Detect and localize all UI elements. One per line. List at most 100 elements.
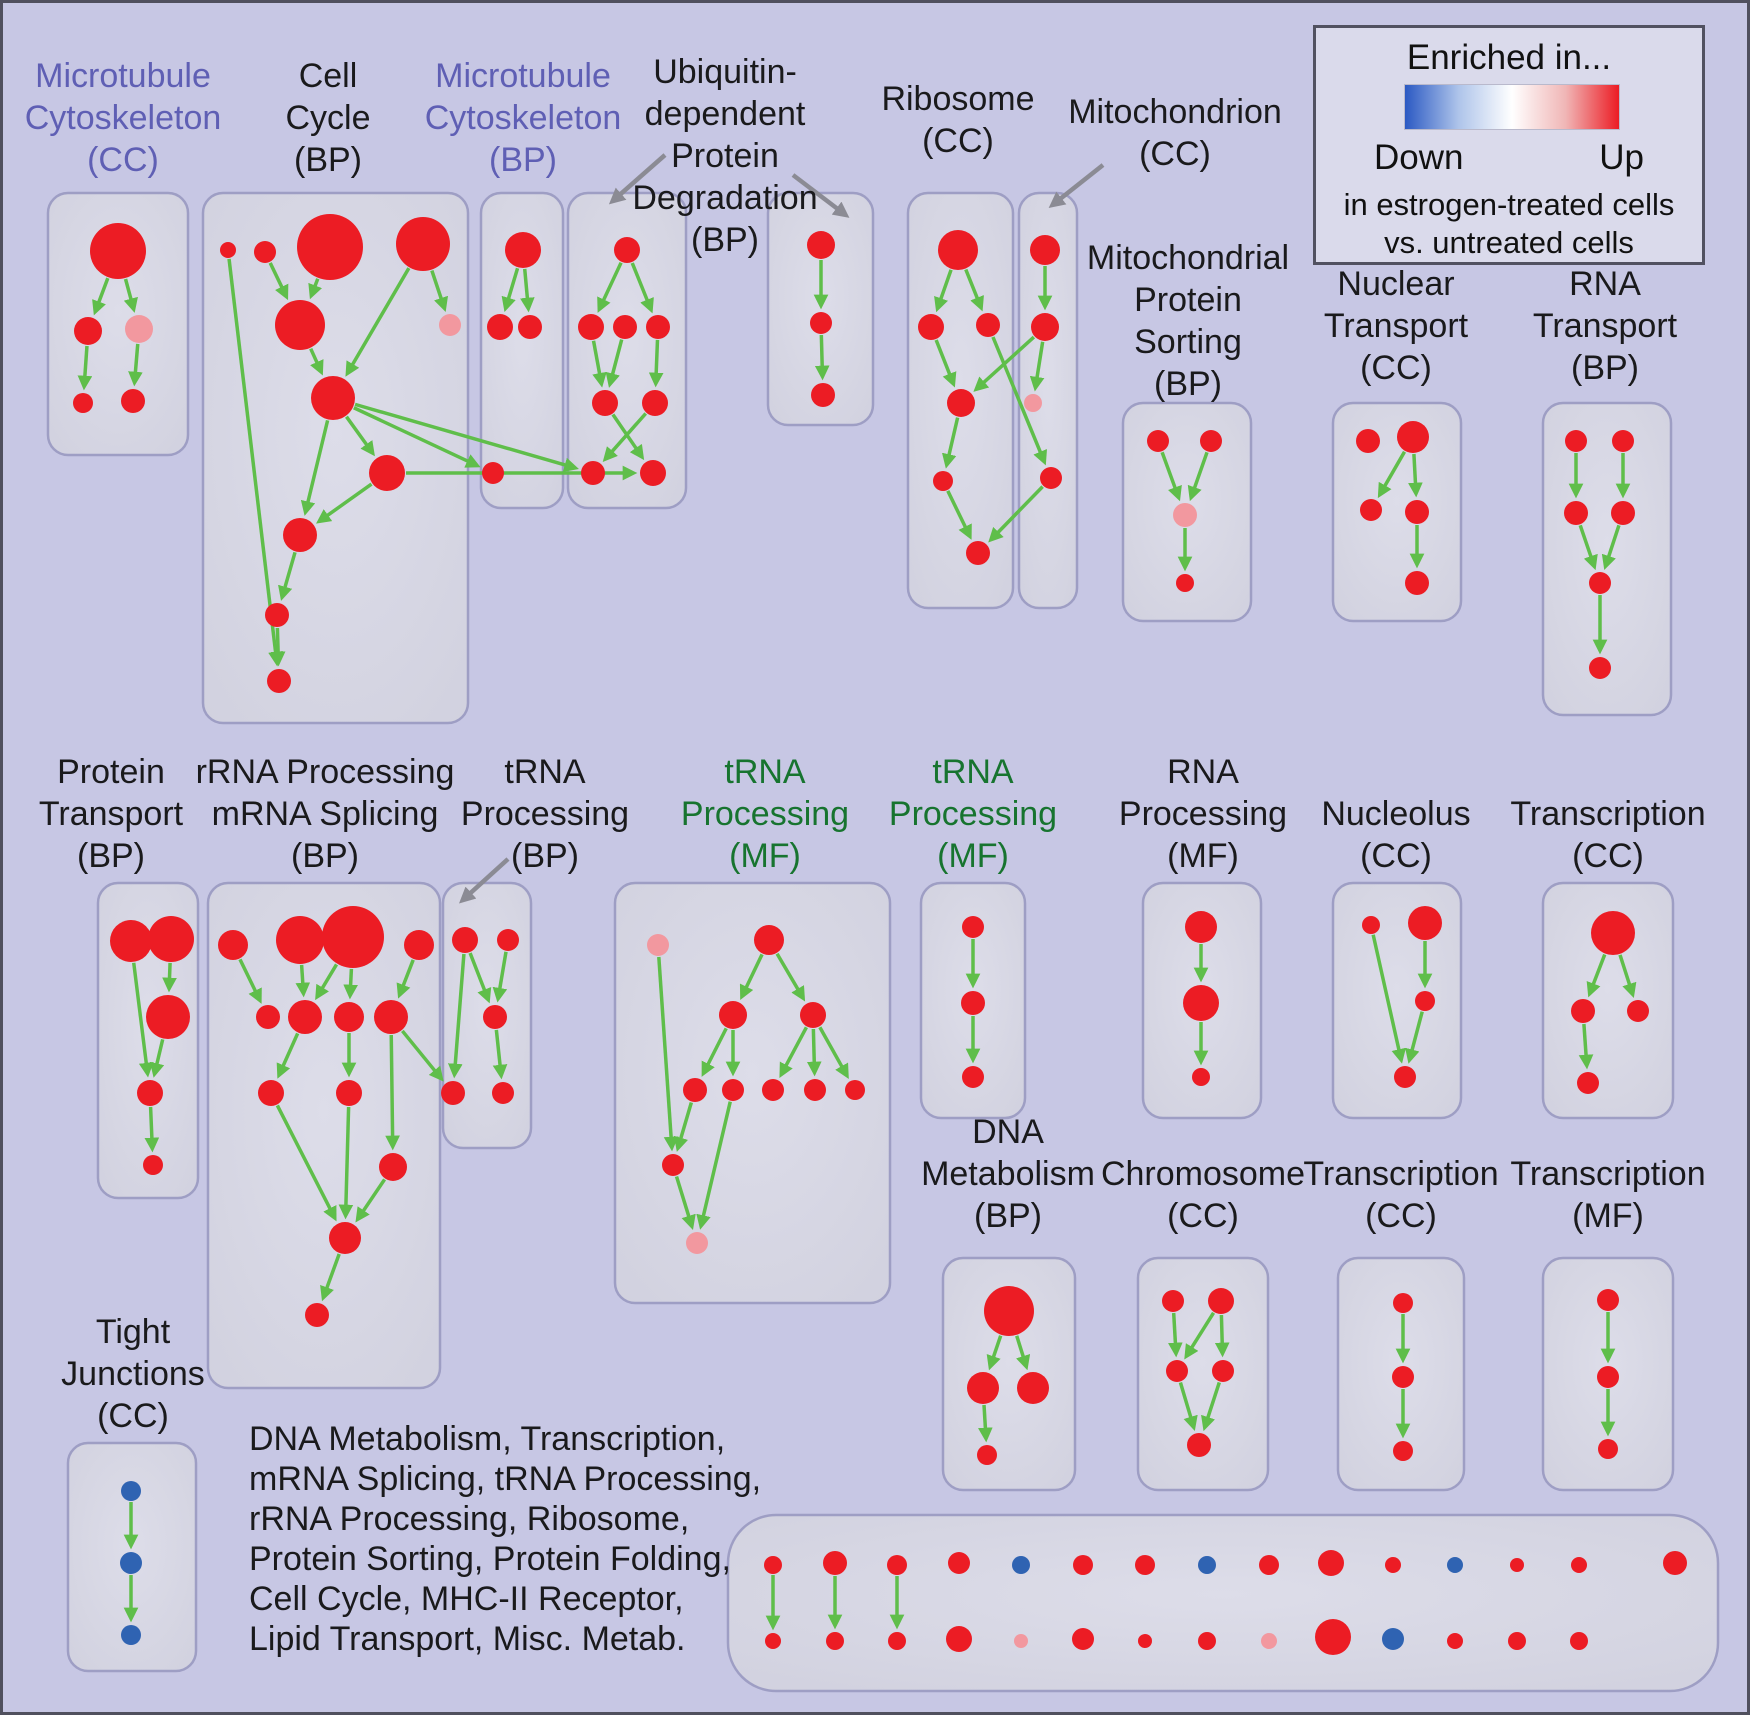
gene-node-ch1: [1162, 1290, 1184, 1312]
gene-node-tm4: [800, 1002, 826, 1028]
gene-node-tm6: [722, 1079, 744, 1101]
gene-node-mtcc4: [73, 393, 93, 413]
edge-ch4-ch5: [1201, 1381, 1221, 1432]
gene-node-tj2: [120, 1552, 142, 1574]
edge-cc4-cc11: [430, 270, 449, 313]
gene-node-mtbp1: [505, 232, 541, 268]
edge-rr9-rr12: [275, 1104, 337, 1222]
gene-node-ms13t: [1510, 1558, 1524, 1572]
gene-node-mito1: [1030, 235, 1060, 265]
edge-ub1_4-ub1_6: [648, 339, 664, 388]
group-box-ub1: [566, 191, 688, 510]
gene-node-mtcc3: [125, 315, 153, 343]
gene-node-ms10b: [1315, 1619, 1351, 1655]
gene-node-ub1_8: [640, 460, 666, 486]
gene-node-tc2: [1571, 999, 1595, 1023]
gene-node-t2_1: [1393, 1293, 1413, 1313]
edge-pt1-pt4: [131, 962, 154, 1078]
group-box-nuc: [1331, 881, 1463, 1120]
edge-dm2-dm4: [978, 1404, 993, 1443]
edge-mito2-rib4: [973, 335, 1036, 392]
edge-rib2-rib4: [934, 339, 957, 388]
group-box-chr: [1136, 1256, 1270, 1492]
gene-node-ms6b: [1072, 1628, 1094, 1650]
group-box-misc: [726, 1513, 1720, 1693]
edge-tm6-tm11: [696, 1101, 732, 1230]
gene-node-nt2: [1397, 421, 1429, 453]
gene-node-ms2t: [823, 1551, 847, 1575]
gene-node-trbp2: [497, 929, 519, 951]
gene-node-ms11t: [1385, 1557, 1401, 1573]
gene-node-rp3: [1192, 1068, 1210, 1086]
gene-node-tm5: [683, 1078, 707, 1102]
gene-node-rr6: [288, 1000, 322, 1034]
gene-node-cc6: [311, 376, 355, 420]
gene-node-tm11: [686, 1232, 708, 1254]
gene-node-rib3: [976, 313, 1000, 337]
gene-node-rr13: [305, 1303, 329, 1327]
gene-node-ms12b: [1447, 1633, 1463, 1649]
gene-node-rr4: [404, 930, 434, 960]
edge-mps1-mps3: [1160, 451, 1182, 502]
gene-node-ms4t: [948, 1552, 970, 1574]
gene-node-mps1: [1147, 430, 1169, 452]
edge-mtcc3-mtcc5: [128, 343, 143, 387]
gene-node-nt5: [1405, 571, 1429, 595]
gene-node-t2_3: [1393, 1441, 1413, 1461]
label-pointer-arrow-4: [459, 857, 510, 904]
gene-node-ub1_1: [614, 237, 640, 263]
group-box-mtbp: [479, 191, 565, 510]
gene-node-ms8b: [1198, 1632, 1216, 1650]
gene-node-ub2_2: [810, 312, 832, 334]
edge-tm1-tm10: [657, 956, 679, 1152]
gene-node-mtbp2: [487, 314, 513, 340]
gene-node-ch2: [1208, 1288, 1234, 1314]
gene-node-nu4: [1394, 1066, 1416, 1088]
edge-ub1_1-ub1_4: [630, 262, 654, 314]
gene-node-rr10: [336, 1080, 362, 1106]
legend-box: Enriched in... Down Up in estrogen-treat…: [1313, 25, 1705, 265]
edge-tm2-tm3: [739, 953, 764, 1000]
gene-node-tm7: [762, 1079, 784, 1101]
edge-cc1-cc10: [227, 258, 283, 667]
gene-node-ub2_3: [811, 383, 835, 407]
edge-rr3-rr6: [315, 963, 339, 1001]
gene-node-ms9t: [1259, 1555, 1279, 1575]
legend-caption-line-1: in estrogen-treated cells: [1343, 187, 1675, 222]
edge-mtbp1-mtbp2: [501, 267, 520, 313]
gene-node-ms6t: [1073, 1555, 1093, 1575]
gene-node-mtbp4: [482, 462, 504, 484]
gene-node-tc4: [1577, 1072, 1599, 1094]
legend-caption-line-2: vs. untreated cells: [1384, 225, 1634, 260]
gene-node-ms2b: [826, 1632, 844, 1650]
edge-rr4-rr8: [396, 959, 415, 999]
edge-trbp3-trbp5: [492, 1029, 508, 1080]
nodes-layer: [73, 214, 1687, 1655]
gene-node-cc2: [254, 241, 276, 263]
edge-rib5-rib6: [946, 490, 972, 540]
gene-node-rr3: [322, 906, 384, 968]
gene-node-tm3: [719, 1001, 747, 1029]
edge-cc6-cc8: [300, 419, 330, 516]
edge-mtcc1-mtcc2: [92, 277, 110, 316]
network-svg: [46, 153, 1720, 1693]
edge-rt3-rt5: [1578, 524, 1598, 571]
edge-mtcc1-mtcc3: [123, 278, 138, 313]
group-label-trcc2: Transcription(CC): [1303, 1155, 1499, 1235]
edge-tm4-tm8: [806, 1028, 822, 1077]
edge-dm1-dm3: [1015, 1335, 1031, 1371]
gene-node-rib6: [966, 541, 990, 565]
gene-node-ts1: [962, 916, 984, 938]
legend-title: Enriched in...: [1406, 38, 1612, 77]
edge-cc6-ub1_7: [354, 402, 579, 472]
gene-node-nu1: [1362, 916, 1380, 934]
edge-rr8-rr11: [385, 1034, 400, 1151]
edge-tm4-tm9: [818, 1026, 849, 1079]
